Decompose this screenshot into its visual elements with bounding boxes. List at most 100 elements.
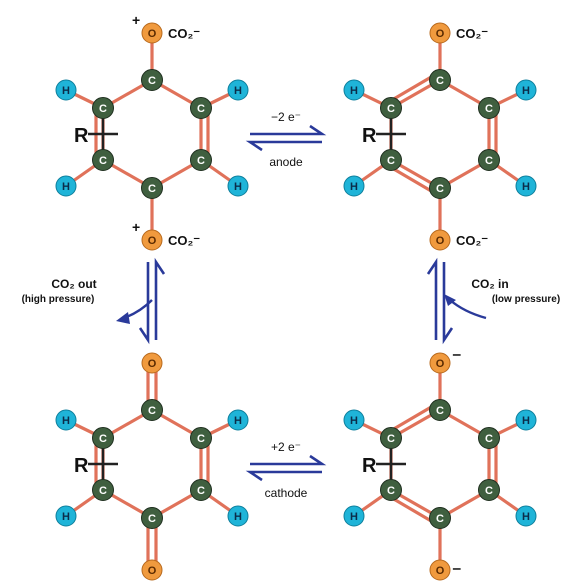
atom-label: H	[234, 415, 242, 427]
atom-label: C	[197, 433, 205, 445]
atom-label: C	[387, 103, 395, 115]
atom-label: O	[148, 358, 157, 370]
carbon-atom: C	[190, 97, 212, 119]
carbon-atom: C	[380, 97, 402, 119]
molecule-bottom-right: C C C C C C H H H H O O R ⁻ ⁻	[343, 348, 537, 582]
co2-label: CO₂⁻	[456, 233, 488, 248]
atom-label: C	[387, 433, 395, 445]
hydrogen-atom: H	[55, 79, 77, 101]
atom-label: O	[148, 28, 157, 40]
hydrogen-atom: H	[343, 409, 365, 431]
hydrogen-atom: H	[515, 175, 537, 197]
oxygen-atom: O	[429, 229, 451, 251]
hydrogen-atom: H	[515, 505, 537, 527]
low-pressure-label: (low pressure)	[492, 294, 560, 305]
atom-label: C	[99, 485, 107, 497]
atom-label: H	[62, 511, 70, 523]
carbon-atom: C	[141, 507, 163, 529]
carbon-atom: C	[478, 97, 500, 119]
atom-label: H	[234, 85, 242, 97]
reaction-label-bottom-above: +2 e⁻	[271, 440, 301, 454]
atom-label: C	[485, 485, 493, 497]
hydrogen-atom: H	[343, 505, 365, 527]
atom-label: C	[99, 103, 107, 115]
r-group-label: R	[74, 125, 89, 147]
charge-label: ⁻	[452, 562, 462, 582]
charge-label: ⁻	[452, 348, 462, 368]
oxygen-atom: O	[429, 352, 451, 374]
carbon-atom: C	[429, 399, 451, 421]
carbon-atom: C	[429, 507, 451, 529]
oxygen-atom: O	[141, 559, 163, 581]
atom-label: H	[522, 415, 530, 427]
atom-label: H	[522, 85, 530, 97]
atom-label: O	[148, 565, 157, 577]
carbon-atom: C	[92, 427, 114, 449]
carbon-atom: C	[92, 97, 114, 119]
hydrogen-atom: H	[227, 505, 249, 527]
atom-label: C	[148, 405, 156, 417]
oxygen-atom: O	[141, 229, 163, 251]
atom-label: C	[99, 433, 107, 445]
carbon-atom: C	[380, 149, 402, 171]
atom-label: H	[62, 181, 70, 193]
atom-label: O	[436, 565, 445, 577]
carbon-atom: C	[190, 479, 212, 501]
hydrogen-atom: H	[227, 409, 249, 431]
atom-label: C	[485, 433, 493, 445]
atom-label: H	[62, 85, 70, 97]
carbon-atom: C	[478, 479, 500, 501]
atom-label: H	[350, 511, 358, 523]
atom-label: O	[436, 358, 445, 370]
carbon-atom: C	[380, 479, 402, 501]
r-group-label: R	[362, 455, 377, 477]
equilibrium-arrow-left	[116, 257, 166, 345]
co2-in-label: CO₂ in	[471, 277, 508, 291]
atom-label: O	[436, 235, 445, 247]
atom-label: H	[350, 181, 358, 193]
hydrogen-atom: H	[227, 79, 249, 101]
atom-label: C	[387, 485, 395, 497]
molecule-top-left: C C C C C C H H H H O O R + CO₂⁻ + CO₂⁻	[55, 12, 249, 251]
atom-label: C	[197, 485, 205, 497]
reaction-label-bottom-below: cathode	[265, 486, 308, 500]
atom-label: H	[234, 181, 242, 193]
reaction-label-top-above: −2 e⁻	[271, 110, 301, 124]
oxygen-atom: O	[141, 352, 163, 374]
atom-label: H	[234, 511, 242, 523]
atom-label: H	[350, 415, 358, 427]
co2-label: CO₂⁻	[168, 26, 200, 41]
atom-label: C	[436, 183, 444, 195]
carbon-atom: C	[92, 479, 114, 501]
charge-label: +	[132, 12, 140, 28]
equilibrium-arrow-bottom	[245, 454, 327, 482]
carbon-atom: C	[478, 427, 500, 449]
molecule-top-right: C C C C C C H H H H O O R CO₂⁻ CO₂⁻	[343, 22, 537, 251]
carbon-atom: C	[380, 427, 402, 449]
atom-label: H	[350, 85, 358, 97]
atom-label: H	[62, 415, 70, 427]
atom-label: C	[197, 155, 205, 167]
high-pressure-label: (high pressure)	[22, 294, 95, 305]
hydrogen-atom: H	[55, 409, 77, 431]
carbon-atom: C	[190, 149, 212, 171]
oxygen-atom: O	[429, 559, 451, 581]
oxygen-atom: O	[141, 22, 163, 44]
atom-label: C	[148, 75, 156, 87]
atom-label: C	[387, 155, 395, 167]
co2-label: CO₂⁻	[456, 26, 488, 41]
oxygen-atom: O	[429, 22, 451, 44]
hydrogen-atom: H	[55, 505, 77, 527]
hydrogen-atom: H	[55, 175, 77, 197]
atom-label: C	[99, 155, 107, 167]
hydrogen-atom: H	[227, 175, 249, 197]
carbon-atom: C	[92, 149, 114, 171]
molecule-bottom-left: C C C C C C H H H H O O R	[55, 352, 249, 581]
charge-label: +	[132, 219, 140, 235]
atom-label: C	[436, 75, 444, 87]
carbon-atom: C	[141, 177, 163, 199]
equilibrium-arrow-top	[245, 124, 327, 152]
atom-label: C	[436, 405, 444, 417]
